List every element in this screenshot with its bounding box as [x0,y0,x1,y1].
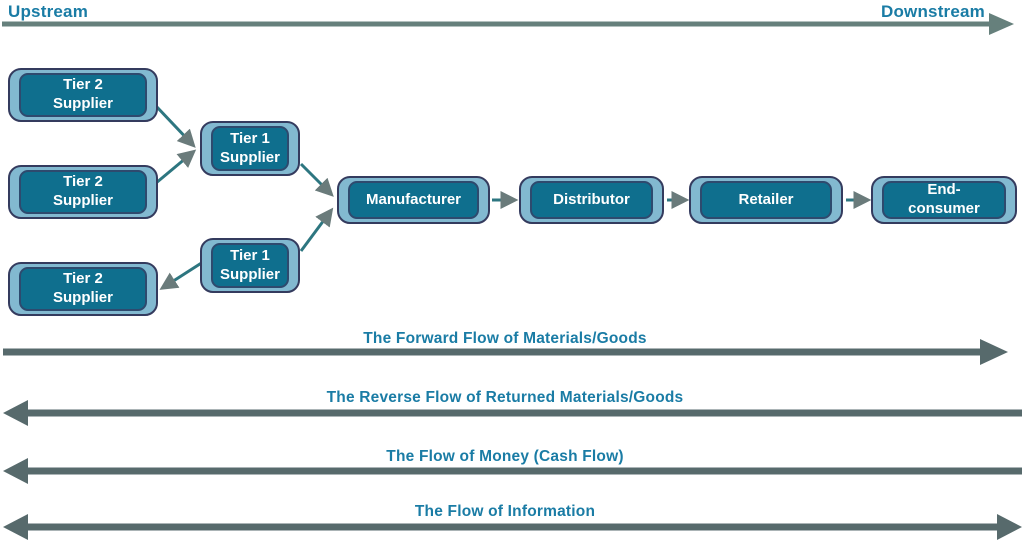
node-tier1-supplier-2: Tier 1 Supplier [200,238,300,293]
node-manufacturer: Manufacturer [337,176,490,224]
money-flow-label: The Flow of Money (Cash Flow) [386,448,624,465]
node-label: Tier 2 Supplier [19,73,147,117]
forward-flow-arrow [3,339,1008,365]
connector-tier2-2-to-tier1-1 [155,149,197,185]
connector-tier1-1-to-manufacturer [299,162,334,197]
node-label: Distributor [530,181,653,219]
reverse-flow-label: The Reverse Flow of Returned Materials/G… [326,389,684,406]
node-label: Tier 2 Supplier [19,170,147,214]
upstream-label: Upstream [8,2,89,21]
node-label: Tier 2 Supplier [19,267,147,311]
information-flow-arrow [3,514,1022,540]
connector-tier1-2-to-tier2-3 [159,260,204,290]
connector-tier2-1-to-tier1-1 [154,104,196,148]
node-tier1-supplier-1: Tier 1 Supplier [200,121,300,176]
node-tier2-supplier-1: Tier 2 Supplier [8,68,158,122]
upstream-downstream-arrow [2,13,1014,35]
node-label: Retailer [700,181,832,219]
information-flow-label: The Flow of Information [414,503,596,520]
node-label: Manufacturer [348,181,479,219]
node-tier2-supplier-2: Tier 2 Supplier [8,165,158,219]
connector-tier1-2-to-manufacturer [299,207,334,252]
money-flow-arrow [3,458,1022,484]
node-label: End- consumer [882,181,1006,219]
node-label: Tier 1 Supplier [211,243,289,288]
reverse-flow-arrow [3,400,1022,426]
forward-flow-label: The Forward Flow of Materials/Goods [363,330,647,347]
node-tier2-supplier-3: Tier 2 Supplier [8,262,158,316]
node-distributor: Distributor [519,176,664,224]
downstream-label: Downstream [880,2,985,21]
node-label: Tier 1 Supplier [211,126,289,171]
node-retailer: Retailer [689,176,843,224]
node-end-consumer: End- consumer [871,176,1017,224]
